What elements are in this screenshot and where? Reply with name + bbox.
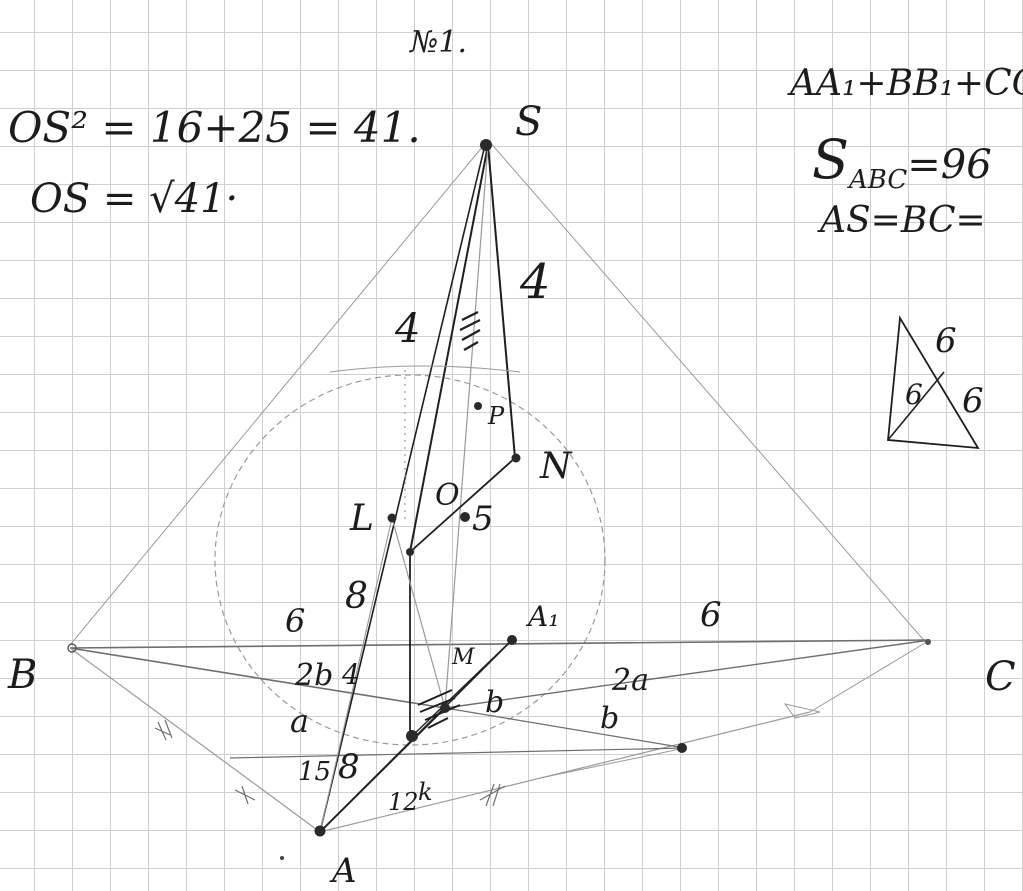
point-C [925,639,931,645]
tri-label-right: 6 [962,381,984,421]
hatch-scribble-bottom [417,689,461,729]
point-N [511,453,521,463]
line-B-A [69,647,321,833]
faint-circle [214,374,606,746]
note-right-2-s: S [812,128,849,191]
tick-marks-left [154,719,256,805]
line-L-A [319,517,393,833]
seg-label-12: 12 [388,788,419,816]
point-P [474,402,482,410]
label-P: P [487,402,505,430]
seg-label-6-right: 6 [700,595,722,635]
formula-os: OS = √41· [30,176,238,222]
line-A-right [319,711,811,833]
formula-os-squared: OS² = 16+25 = 41. [8,103,421,152]
tri-label-top: 6 [935,321,957,361]
tri-label-inner: 6 [905,378,923,411]
label-C: C [985,654,1016,700]
point-O2 [460,512,470,522]
line-A-M [319,707,446,833]
seg-label-2b: 2b [294,658,333,693]
label-M: M [451,645,475,670]
line-BC [69,639,931,649]
point-L [387,513,397,523]
label-L: L [349,498,374,539]
point-S [480,139,492,151]
seg-label-4-mid: 4 [341,658,360,691]
seg-label-2a: 2a [611,663,649,698]
line-B-M [69,647,446,709]
seg-label-5: 5 [472,499,494,539]
hatch-scribble [459,311,481,351]
problem-number: №1. [408,25,467,60]
label-N: N [539,446,573,487]
line-S-M [444,144,489,709]
point-stray [280,856,284,860]
tick-marks-right [479,783,506,807]
seg-label-b-mid: b [485,685,504,720]
seg-label-b-right: b [600,701,619,736]
point-M [440,703,450,713]
label-S: S [515,99,542,145]
point-B1 [677,743,687,753]
seg-label-8-bottom: 8 [338,747,360,787]
seg-label-6-left: 6 [285,602,305,640]
line-M-B1 [444,707,686,749]
seg-label-4-left: 4 [394,306,420,352]
line-K-A1 [409,639,513,739]
point-B [67,643,77,653]
line-N-O [409,457,516,553]
line-L-M [391,517,446,709]
line-C-M [444,639,931,709]
line-B1-lower [539,747,686,779]
faint-arc [329,365,521,373]
seg-label-8-top: 8 [345,576,368,617]
line-S-O [409,144,489,553]
label-O: O [435,478,460,513]
note-right-2-sub: ABC [847,165,907,195]
line-S-N [487,144,516,459]
point-O [406,548,414,556]
note-right-3: AS=BC= [817,200,986,241]
seg-label-15: 15 [298,757,331,787]
label-A: A [329,851,357,891]
seg-label-k: k [418,778,433,806]
line-S-A [319,144,486,833]
note-right-2-rest: =96 [907,142,991,188]
note-right-2: SABC=96 [812,128,992,195]
label-B: B [7,652,37,698]
line-right-C [809,639,931,713]
seg-label-a: a [290,702,309,740]
small-triangle [887,315,980,450]
note-right-1: AA₁+BB₁+CC [787,63,1023,104]
seg-label-4-right: 4 [519,254,551,310]
arrow-right [783,703,821,719]
point-K [406,730,418,742]
label-A1: A₁ [525,600,559,633]
point-A1 [507,635,517,645]
line-K-B1 [229,747,686,759]
point-A [314,825,326,837]
